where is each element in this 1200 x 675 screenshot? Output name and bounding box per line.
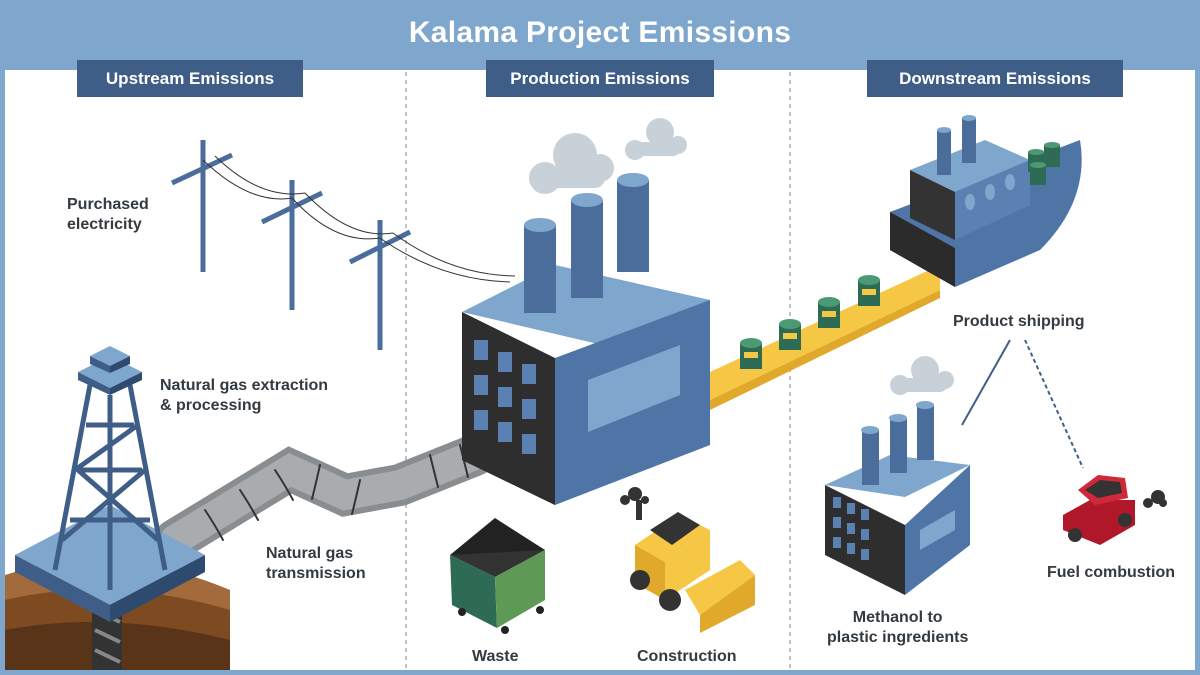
section-upstream: Upstream Emissions	[77, 60, 303, 97]
label-gas-extraction: Natural gas extraction & processing	[160, 377, 329, 414]
section-downstream: Downstream Emissions	[867, 60, 1123, 97]
gas-derrick-illustration	[15, 346, 205, 622]
conveyor-belt-illustration	[710, 265, 940, 410]
main-factory-illustration	[462, 118, 710, 505]
connector-line	[1024, 339, 1084, 469]
label-purchased-electricity: Purchased electricity	[67, 196, 149, 233]
power-lines-illustration	[170, 140, 516, 350]
smoke-cloud-illustration	[890, 356, 954, 395]
methanol-plant-illustration	[825, 356, 970, 595]
exhaust-smoke-icon	[620, 487, 649, 505]
label-fuel-combustion: Fuel combustion	[1047, 564, 1175, 581]
smoke-cloud-illustration	[529, 118, 687, 194]
pipeline-illustration	[154, 434, 496, 561]
exhaust-smoke-icon	[1143, 490, 1167, 508]
dumpster-illustration	[450, 518, 545, 634]
label-product-shipping: Product shipping	[953, 313, 1085, 330]
label-construction: Construction	[637, 648, 737, 665]
label-waste: Waste	[472, 648, 519, 665]
connector-line	[961, 339, 1011, 426]
label-gas-transmission: Natural gas transmission	[266, 545, 366, 582]
section-production: Production Emissions	[486, 60, 714, 97]
label-methanol: Methanol to plastic ingredients	[827, 609, 969, 646]
bulldozer-illustration	[620, 487, 755, 633]
cargo-ship-illustration	[890, 115, 1082, 287]
page-title: Kalama Project Emissions	[408, 16, 792, 49]
car-illustration	[1063, 475, 1167, 545]
barrel-icon	[740, 275, 880, 369]
